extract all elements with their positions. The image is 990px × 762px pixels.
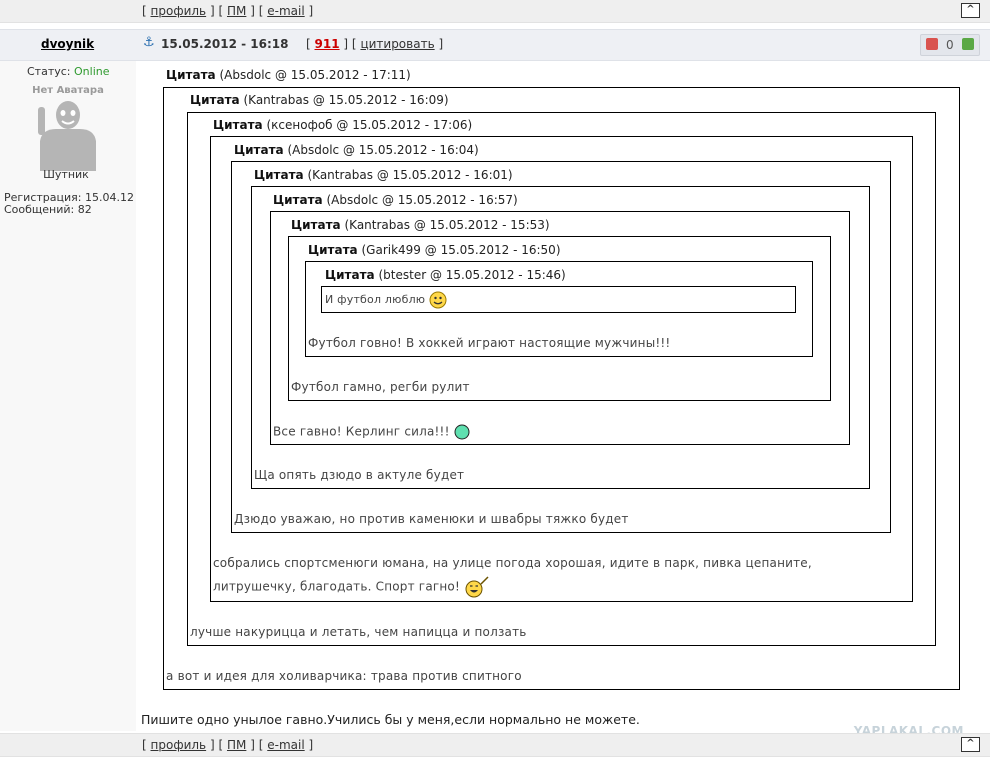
quote-header: Цитата (ксенофоб @ 15.05.2012 - 17:06) [213, 118, 472, 132]
quote-meta: (Absdolc @ 15.05.2012 - 17:11) [219, 68, 411, 82]
quote-text: Футбол гамно, регби рулит [291, 380, 470, 394]
pm-link[interactable]: ПМ [226, 4, 247, 18]
quote-body: И футбол люблю [325, 293, 426, 306]
rating-widget: 0 [920, 34, 980, 56]
post-number-link[interactable]: 911 [314, 37, 340, 51]
scroll-up-button[interactable]: ^ [961, 3, 980, 18]
quote-meta: (Absdolc @ 15.05.2012 - 16:57) [326, 193, 518, 207]
quote-label: Цитата [325, 268, 375, 282]
quote-text: собрались спортсменюги юмана, на улице п… [213, 556, 812, 570]
registration-date: Регистрация: 15.04.12 [4, 191, 134, 204]
quote-header: Цитата (Kantrabas @ 15.05.2012 - 16:01) [254, 168, 513, 182]
bracket: [ [142, 4, 147, 18]
bracket: ] [250, 4, 255, 18]
quote-label: Цитата [254, 168, 304, 182]
quote-body: Все гавно! Керлинг сила!!! [273, 424, 450, 439]
quote-header: Цитата (Kantrabas @ 15.05.2012 - 15:53) [291, 218, 550, 232]
avatar: Нет Аватара [32, 85, 104, 171]
bracket: [ [351, 37, 357, 51]
bracket: [ [142, 738, 147, 752]
email-link[interactable]: e-mail [267, 4, 305, 18]
smiley-icon [429, 291, 447, 309]
bracket: ] [209, 738, 215, 752]
user-registration-info: Регистрация: 15.04.12 Сообщений: 82 [4, 192, 134, 216]
quote-label: Цитата [190, 93, 240, 107]
quote-text: Дзюдо уважаю, но против каменюки и швабр… [234, 512, 629, 526]
quote-label: Цитата [234, 143, 284, 157]
quote-meta: (Kantrabas @ 15.05.2012 - 16:09) [243, 93, 449, 107]
user-rank: Шутник [43, 168, 89, 181]
bracket: [ [258, 738, 264, 752]
post-body-text: Пишите одно унылое гавно.Учились бы у ме… [141, 712, 640, 727]
quote-label: Цитата [291, 218, 341, 232]
quote-meta: (Absdolc @ 15.05.2012 - 16:04) [287, 143, 479, 157]
post-header: dvoynik ⚓ 15.05.2012 - 16:18 [ 911 ] [ ц… [0, 29, 990, 61]
quote-text: И футбол люблю [325, 291, 447, 309]
pm-link[interactable]: ПМ [226, 738, 247, 752]
bracket: [ [218, 4, 224, 18]
status-value: Online [74, 65, 110, 78]
quote-header: Цитата (Garik499 @ 15.05.2012 - 16:50) [308, 243, 561, 257]
quote-label: Цитата [308, 243, 358, 257]
author-name[interactable]: dvoynik [41, 37, 95, 51]
user-status: Статус: Online [27, 65, 110, 78]
quote-meta: (btester @ 15.05.2012 - 15:46) [378, 268, 566, 282]
user-links: [ профиль ] [ ПМ ] [ e-mail ] [142, 738, 313, 752]
email-link[interactable]: e-mail [267, 738, 305, 752]
quote-link[interactable]: цитировать [360, 37, 435, 51]
quote-text: Ща опять дзюдо в актуле будет [254, 468, 465, 482]
thumb-down-icon[interactable] [926, 38, 938, 50]
quote-meta: (ксенофоб @ 15.05.2012 - 17:06) [266, 118, 473, 132]
rating-count: 0 [946, 38, 954, 52]
post-meta: [ 911 ] [ цитировать ] [306, 37, 443, 51]
bracket: ] [308, 4, 314, 18]
scroll-up-button[interactable]: ^ [961, 737, 980, 752]
post-count: Сообщений: 82 [4, 203, 92, 216]
user-links: [ профиль ] [ ПМ ] [ e-mail ] [142, 4, 313, 18]
bracket: ] [209, 4, 215, 18]
quote-label: Цитата [166, 68, 216, 82]
profile-link[interactable]: профиль [150, 4, 207, 18]
status-label: Статус: [27, 65, 71, 78]
quote-header: Цитата (Absdolc @ 15.05.2012 - 16:04) [234, 143, 479, 157]
quote-header: Цитата (Kantrabas @ 15.05.2012 - 16:09) [190, 93, 449, 107]
quote-text: литрушечку, благодать. Спорт гагно! [213, 576, 490, 598]
anchor-icon[interactable]: ⚓ [143, 35, 155, 50]
up-arrow-icon: ^ [966, 4, 975, 15]
bracket: ] [308, 738, 314, 752]
bracket: ] [343, 37, 349, 51]
post-date: 15.05.2012 - 16:18 [161, 37, 289, 51]
quote-text: лучше накурицца и летать, чем напицца и … [190, 625, 527, 639]
quote-label: Цитата [213, 118, 263, 132]
top-nav-bar: [ профиль ] [ ПМ ] [ e-mail ] ^ [0, 0, 990, 23]
quote-text: а вот и идея для холиварчика: трава прот… [166, 669, 522, 683]
quote-text: Все гавно! Керлинг сила!!! [273, 424, 470, 440]
quote-meta: (Kantrabas @ 15.05.2012 - 15:53) [344, 218, 550, 232]
quote-header: Цитата (Absdolc @ 15.05.2012 - 16:57) [273, 193, 518, 207]
avatar-placeholder-label: Нет Аватара [32, 85, 104, 96]
quote-body: литрушечку, благодать. Спорт гагно! [213, 579, 460, 594]
laughing-smiley-icon [465, 576, 489, 598]
user-info-column: Статус: Online Нет Аватара Шутник Регист… [0, 61, 136, 731]
quote-header: Цитата (btester @ 15.05.2012 - 15:46) [325, 268, 566, 282]
bracket: [ [306, 37, 311, 51]
quote-label: Цитата [273, 193, 323, 207]
profile-link[interactable]: профиль [150, 738, 207, 752]
quote-header: Цитата (Absdolc @ 15.05.2012 - 17:11) [166, 68, 411, 82]
quote-meta: (Kantrabas @ 15.05.2012 - 16:01) [307, 168, 513, 182]
curling-stone-icon [454, 424, 470, 440]
bottom-nav-bar: [ профиль ] [ ПМ ] [ e-mail ] ^ [0, 733, 990, 757]
bracket: ] [438, 37, 444, 51]
quote-box [321, 286, 796, 313]
bracket: ] [250, 738, 255, 752]
quote-text: Футбол говно! В хоккей играют настоящие … [308, 336, 671, 350]
bracket: [ [258, 4, 264, 18]
up-arrow-icon: ^ [966, 738, 975, 749]
bracket: [ [218, 738, 224, 752]
quote-meta: (Garik499 @ 15.05.2012 - 16:50) [361, 243, 561, 257]
thumb-up-icon[interactable] [962, 38, 974, 50]
avatar-silhouette-icon [38, 101, 96, 171]
